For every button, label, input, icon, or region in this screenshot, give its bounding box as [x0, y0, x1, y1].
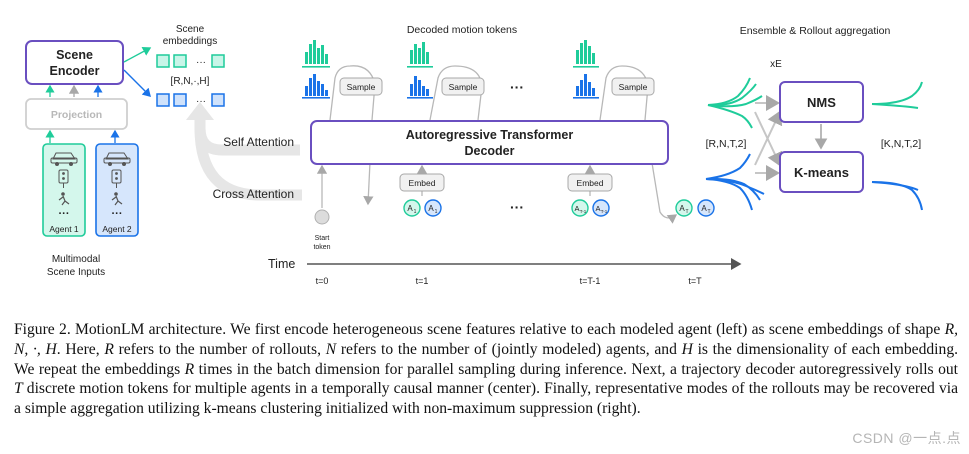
- sample-label: Sample: [619, 82, 648, 92]
- nms-box: NMS: [779, 81, 864, 123]
- time-tick-t1: t=1: [416, 276, 429, 286]
- start-token-circle: [314, 209, 330, 225]
- svg-text:T: T: [685, 209, 688, 215]
- svg-text:A: A: [574, 204, 579, 213]
- svg-text:A: A: [407, 204, 413, 213]
- embed-box: Embed: [567, 173, 613, 192]
- encoder-to-embeddings-arrow: [123, 47, 152, 63]
- sample-box: Sample: [339, 77, 383, 96]
- blue-embedding-row: ···: [156, 93, 225, 107]
- ellipsis: ···: [112, 208, 123, 220]
- pedestrian-icon: [111, 192, 123, 206]
- svg-text:A: A: [679, 204, 685, 213]
- green-embedding-row: ···: [156, 54, 225, 68]
- rollout-trajectories-blue: [705, 153, 765, 211]
- transformer-decoder-box: Autoregressive Transformer Decoder: [310, 120, 669, 165]
- scene-encoder-box: Scene Encoder: [25, 40, 124, 85]
- mode-shape-label: [K,N,T,2]: [881, 138, 921, 150]
- time-label: Time: [268, 257, 295, 271]
- svg-text:T-1: T-1: [601, 209, 608, 214]
- cross-attention-label: Cross Attention: [213, 187, 294, 201]
- embed-label: Embed: [577, 178, 604, 188]
- motion-token-blue: A T: [697, 199, 715, 217]
- svg-text:1: 1: [435, 209, 438, 215]
- embed-label: Embed: [409, 178, 436, 188]
- time-tick-t0: t=0: [316, 276, 329, 286]
- car-icon: [103, 152, 131, 166]
- traffic-light-icon: [111, 169, 122, 188]
- svg-text:A: A: [595, 204, 600, 213]
- token-histogram-green: [302, 40, 330, 68]
- ellipsis: ···: [510, 199, 524, 215]
- motion-token-blue: A 1: [424, 199, 442, 217]
- ellipsis: ···: [196, 96, 206, 107]
- multimodal-inputs-label-2: Scene Inputs: [47, 267, 105, 278]
- sample-box: Sample: [611, 77, 655, 96]
- ensemble-label: Ensemble & Rollout aggregation: [740, 25, 891, 37]
- decoded-tokens-label: Decoded motion tokens: [407, 24, 517, 36]
- motion-token-green: A T-1: [571, 199, 589, 217]
- nms-label: NMS: [807, 95, 836, 110]
- svg-text:A: A: [428, 204, 434, 213]
- svg-text:1: 1: [414, 209, 417, 215]
- aggregated-trajectories-blue: [871, 181, 923, 211]
- agent-2-card: ··· Agent 2: [95, 143, 139, 237]
- token-histogram-blue: [302, 74, 330, 99]
- token-histogram-blue: [407, 76, 433, 99]
- projection-box: Projection: [25, 98, 128, 130]
- time-tick-tT: t=T: [688, 276, 702, 286]
- csdn-watermark: CSDN @一点.点: [852, 430, 961, 446]
- sample-label: Sample: [347, 82, 376, 92]
- self-attention-label: Self Attention: [223, 135, 294, 149]
- scene-encoder-label-2: Encoder: [49, 64, 99, 78]
- motion-token-green: A T: [675, 199, 693, 217]
- aggregated-trajectories-green: [871, 81, 923, 109]
- motion-token-blue: A T-1: [592, 199, 610, 217]
- figure-caption: Figure 2. MotionLM architecture. We firs…: [14, 321, 959, 418]
- decoder-label-1: Autoregressive Transformer: [406, 128, 574, 142]
- ellipsis: ···: [59, 208, 70, 220]
- token-histogram-green: [573, 40, 599, 68]
- start-token-label-1: Start: [315, 235, 330, 242]
- sample-box: Sample: [441, 77, 485, 96]
- svg-text:T: T: [707, 209, 710, 215]
- embed-box: Embed: [399, 173, 445, 192]
- car-icon: [50, 152, 78, 166]
- motion-token-green: A 1: [403, 199, 421, 217]
- ellipsis: ···: [196, 57, 206, 68]
- decoder-label-2: Decoder: [464, 144, 514, 158]
- time-tick-tT1: t=T-1: [580, 276, 601, 286]
- agent-2-label: Agent 2: [102, 224, 132, 234]
- ensemble-count-label: xE: [770, 59, 782, 70]
- token-histogram-blue: [573, 74, 599, 99]
- agent-1-card: ··· Agent 1: [42, 143, 86, 237]
- agent-1-label: Agent 1: [49, 224, 79, 234]
- rollout-trajectories-green: [707, 77, 763, 129]
- token-histogram-green: [407, 42, 433, 68]
- architecture-diagram: Scene Encoder Scene embeddings ··· [R,N,…: [25, 24, 923, 286]
- rollout-shape-label: [R,N,T,2]: [706, 138, 747, 150]
- embeddings-to-decoder-arrowhead: [186, 102, 214, 120]
- pedestrian-icon: [58, 192, 70, 206]
- scene-embeddings-label-1: Scene: [176, 24, 205, 35]
- sample-label: Sample: [449, 82, 478, 92]
- svg-text:T-1: T-1: [580, 209, 587, 214]
- scene-embeddings-label-2: embeddings: [163, 36, 217, 47]
- scene-encoder-label-1: Scene: [56, 48, 93, 62]
- kmeans-label: K-means: [794, 165, 849, 180]
- multimodal-inputs-label-1: Multimodal: [52, 254, 100, 265]
- svg-text:A: A: [701, 204, 707, 213]
- start-token-label-2: token: [313, 244, 330, 251]
- ellipsis: ···: [510, 79, 524, 95]
- kmeans-box: K-means: [779, 151, 864, 193]
- projection-label: Projection: [51, 109, 102, 121]
- traffic-light-icon: [58, 169, 69, 188]
- embedding-shape: [R,N,·,H]: [171, 76, 210, 87]
- encoder-to-embeddings-arrow: [123, 69, 151, 97]
